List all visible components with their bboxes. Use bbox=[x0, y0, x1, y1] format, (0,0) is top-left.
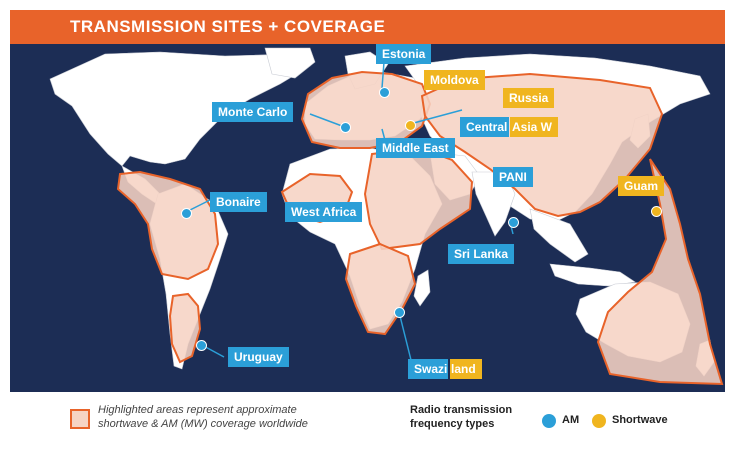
label-central[interactable]: Central bbox=[460, 117, 510, 137]
leader-estonia bbox=[381, 61, 385, 89]
label-asia-w[interactable]: Asia W bbox=[510, 117, 559, 137]
site-dot-swaziland[interactable] bbox=[394, 307, 405, 318]
label-bonaire[interactable]: Bonaire bbox=[210, 192, 267, 212]
map-title: TRANSMISSION SITES + COVERAGE bbox=[70, 17, 386, 36]
legend: Highlighted areas represent approximate … bbox=[10, 392, 725, 452]
site-dot-monte-carlo[interactable] bbox=[340, 122, 351, 133]
site-dot-uruguay[interactable] bbox=[196, 340, 207, 351]
site-dot-moldova[interactable] bbox=[405, 120, 416, 131]
shortwave-label: Shortwave bbox=[612, 414, 668, 426]
leader-swaziland bbox=[398, 311, 412, 361]
label-swazi[interactable]: Swazi bbox=[408, 359, 449, 379]
world-map: Estonia Moldova Monte Carlo Russia Centr… bbox=[10, 44, 725, 392]
label-pani[interactable]: PANI bbox=[493, 167, 533, 187]
leader-moldova bbox=[409, 109, 463, 125]
label-land[interactable]: land bbox=[450, 359, 482, 379]
label-sri-lanka[interactable]: Sri Lanka bbox=[448, 244, 515, 264]
site-dot-bonaire[interactable] bbox=[181, 208, 192, 219]
am-dot-icon bbox=[542, 414, 556, 428]
label-russia[interactable]: Russia bbox=[503, 88, 555, 108]
title-bar: TRANSMISSION SITES + COVERAGE bbox=[10, 10, 725, 44]
north-america bbox=[49, 51, 311, 167]
site-dot-guam[interactable] bbox=[651, 206, 662, 217]
madagascar bbox=[413, 269, 431, 307]
coverage-guam-oceania bbox=[596, 158, 724, 386]
site-dot-estonia[interactable] bbox=[379, 87, 390, 98]
coverage-uruguay bbox=[168, 292, 202, 364]
coverage-europe bbox=[300, 70, 432, 149]
label-west-africa[interactable]: West Africa bbox=[285, 202, 363, 222]
greenland bbox=[264, 47, 316, 79]
label-middle-east[interactable]: Middle East bbox=[376, 138, 455, 158]
southeast-asia bbox=[529, 208, 589, 263]
coverage-asia bbox=[420, 72, 664, 218]
frequency-types-title: Radio transmission frequency types bbox=[410, 404, 513, 430]
site-dot-sri-lanka[interactable] bbox=[508, 217, 519, 228]
label-monte-carlo[interactable]: Monte Carlo bbox=[212, 102, 294, 122]
label-uruguay[interactable]: Uruguay bbox=[228, 347, 289, 367]
indonesia bbox=[549, 263, 636, 287]
map-svg bbox=[49, 47, 724, 386]
leader-monte-carlo bbox=[309, 113, 343, 127]
am-label: AM bbox=[562, 414, 580, 426]
label-estonia[interactable]: Estonia bbox=[376, 44, 432, 64]
label-moldova[interactable]: Moldova bbox=[424, 70, 485, 90]
coverage-middle-east-africa bbox=[363, 146, 474, 251]
coverage-southern-africa bbox=[344, 242, 417, 336]
coverage-note: Highlighted areas represent approximate … bbox=[98, 404, 308, 430]
coverage-swatch bbox=[70, 409, 90, 429]
label-guam[interactable]: Guam bbox=[618, 176, 665, 196]
shortwave-dot-icon bbox=[592, 414, 606, 428]
coverage-caribbean bbox=[116, 170, 220, 281]
